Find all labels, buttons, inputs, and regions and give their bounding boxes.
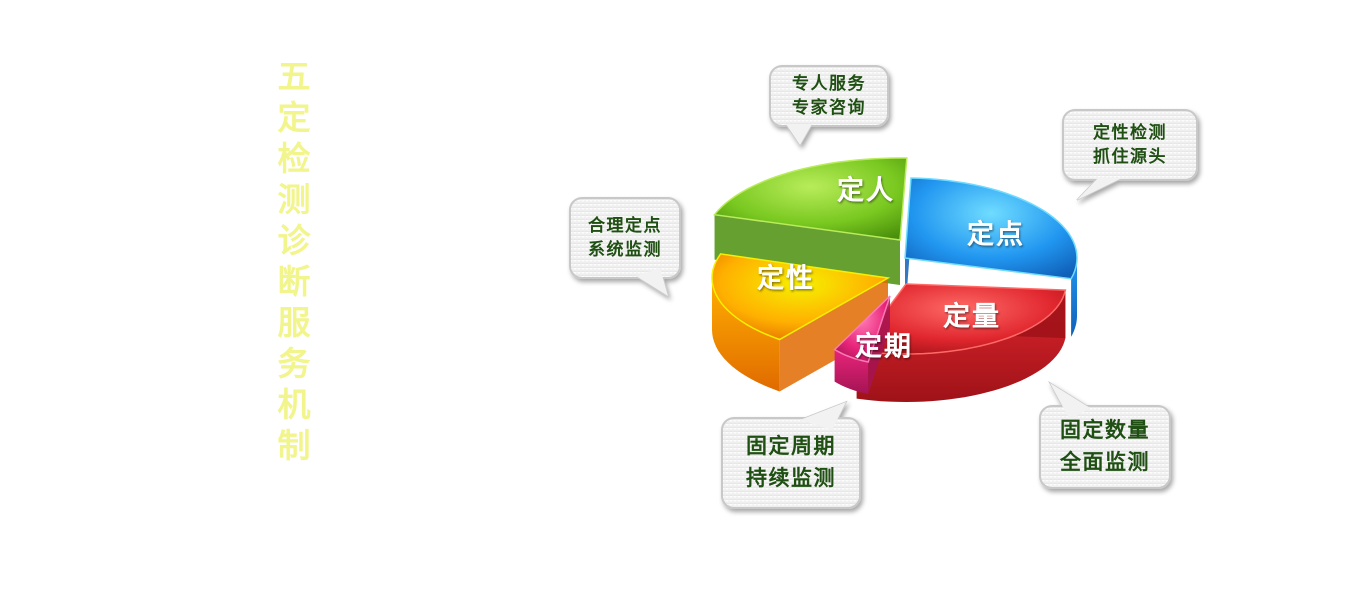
bubble-text-qi: 固定周期 [746,434,836,458]
bubble-text-xing: 合理定点 [588,215,662,236]
bubble-xing [569,197,681,298]
bubble-text-xing: 系统监测 [588,239,662,260]
pie-slice-qi: 定期 [833,295,913,394]
pie-slice-dian: 定点 [904,177,1078,337]
bubble-text-dian: 定性检测 [1093,122,1167,143]
bubble-dian [1062,109,1198,201]
title-char: 断 [277,262,311,301]
slice-label-dian: 定点 [967,219,1025,251]
pie-slice-liang: 定量 [855,283,1067,402]
title-char: 机 [277,385,311,424]
bubble-text-ren: 专人服务 [792,73,866,94]
slice-label-ren: 定人 [837,175,895,207]
pie-slice-ren: 定人 [713,157,908,285]
bubble-text-liang: 全面监测 [1059,450,1150,474]
bubble-text-liang: 固定数量 [1060,418,1150,442]
bubble-text-qi: 持续监测 [746,466,836,490]
title-char: 五 [277,57,311,96]
title-char: 服 [277,303,311,342]
title-char: 检 [277,139,311,178]
bubble-text-ren: 专家咨询 [792,97,866,118]
bubble-liang [1039,380,1171,489]
pie-slice-xing: 定性 [711,253,891,392]
vertical-title: 五定检测诊断服务机制 [274,56,314,466]
title-char: 制 [277,426,311,465]
bubble-qi [721,400,861,509]
title-char: 诊 [277,221,311,260]
bubble-text-dian: 抓住源头 [1093,146,1167,167]
title-char: 测 [277,180,311,219]
title-char: 定 [277,98,311,137]
slice-label-xing: 定性 [757,263,815,295]
slice-label-qi: 定期 [855,331,913,363]
slice-label-liang: 定量 [943,301,1001,333]
bubble-ren [769,65,889,147]
title-char: 务 [277,344,311,383]
